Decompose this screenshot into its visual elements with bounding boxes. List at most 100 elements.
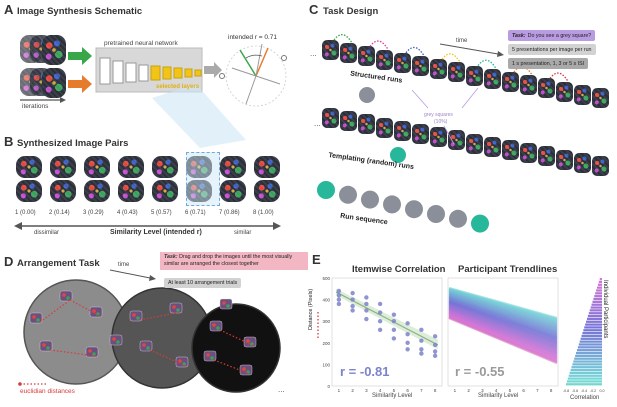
arena-thumbnail: [109, 334, 123, 346]
scatter-point: [336, 293, 342, 298]
svg-text:...: ...: [310, 49, 317, 58]
r-right: r = -0.55: [455, 364, 505, 379]
correlation-bar: [598, 280, 602, 284]
correlation-bar: [584, 326, 602, 329]
scatter-point: [432, 342, 438, 348]
network-layers: [99, 57, 202, 85]
xtick-label: 4: [379, 388, 382, 393]
correlation-bar: [583, 329, 602, 332]
xtick-label: 5: [393, 388, 396, 393]
pair-image-top: [50, 156, 76, 178]
scatter-point: [377, 319, 383, 324]
correlation-bar: [566, 380, 602, 383]
run-image: [448, 62, 465, 83]
panel-e-letter: E: [312, 252, 321, 267]
r-left: r = -0.81: [340, 364, 390, 379]
scatter-point: [391, 319, 397, 324]
run-image: [592, 88, 609, 108]
panel-d-letter: D: [4, 254, 14, 269]
scatter-point: [391, 312, 397, 317]
xtick-label-mid: 7: [536, 388, 539, 393]
run-image: [556, 81, 573, 102]
scatter-point: [419, 351, 424, 356]
correlation-bar: [586, 317, 602, 321]
xtick-label: 3: [365, 388, 368, 393]
arena-thumbnail: [209, 320, 223, 332]
ytick-label: 100: [322, 362, 330, 367]
arena-thumbnail: [239, 364, 253, 376]
scatter-point: [432, 334, 438, 339]
arena-thumbnail: [169, 302, 183, 314]
correlation-bar: [576, 349, 602, 352]
intended-r-label: intended r = 0.71: [228, 34, 277, 41]
scatter-point: [391, 327, 397, 333]
projection-band: [152, 84, 246, 148]
run-image: [358, 46, 375, 67]
ytick-label: 200: [322, 341, 330, 346]
layers-label: selected layers: [156, 84, 200, 90]
run-image: [376, 117, 393, 138]
correlation-bar: [577, 346, 602, 349]
task-text-c: Do you see a grey square?: [527, 32, 592, 39]
run-image: [322, 108, 339, 128]
run-image: [394, 52, 411, 73]
panel-c-title: Task Design: [323, 6, 379, 17]
correlation-bar: [567, 377, 602, 380]
scatter-point: [419, 347, 424, 352]
dissimilar-label: dissimilar: [34, 230, 60, 236]
arena-thumbnail: [29, 312, 43, 324]
panel-d-title: Arrangement Task: [17, 258, 100, 269]
correlation-bar: [590, 306, 602, 309]
xtick-label: 7: [420, 388, 423, 393]
run-image: [502, 72, 519, 92]
scatter-point: [377, 327, 383, 333]
green-arrow-icon: [68, 47, 92, 65]
run-image: [358, 114, 375, 135]
correlation-bar: [576, 351, 602, 355]
run-image: [538, 146, 555, 167]
xtick-label: 6: [406, 388, 409, 393]
run-image: [412, 124, 429, 144]
scatter-point: [377, 301, 383, 307]
scatter-point: [336, 297, 342, 302]
arena-thumbnail: [59, 290, 73, 302]
arena-thumbnail: [89, 306, 103, 318]
itemwise-title: Itemwise Correlation: [352, 264, 446, 275]
scatter-point: [405, 340, 410, 345]
svg-text:...: ...: [278, 385, 285, 394]
run-dot: [449, 209, 467, 228]
run-image: [412, 56, 429, 76]
ylabel-e: Distance (Pixels): [308, 288, 314, 330]
correlation-bar: [573, 360, 602, 363]
correlation-bar: [587, 314, 602, 318]
similar-label: similar: [234, 230, 252, 236]
run-image: [430, 59, 447, 80]
scatter-point: [391, 336, 397, 341]
scatter-point: [405, 347, 410, 352]
correlation-bar: [578, 343, 602, 346]
correlation-bar: [591, 303, 602, 306]
scatter-point: [364, 295, 369, 300]
run-image: [322, 40, 339, 60]
xlabel-left: Similarity Level: [372, 393, 413, 399]
xlabel-right: Correlation: [570, 395, 600, 401]
run-image: [592, 156, 609, 176]
correlation-bar: [593, 297, 602, 301]
pair-image-top: [16, 156, 42, 178]
level-label: 1 (0.00): [15, 210, 36, 216]
xtick-label-mid: 1: [454, 388, 457, 393]
run-image: [448, 130, 465, 151]
run-image: [394, 120, 411, 141]
corr-tick-label: -0.8: [563, 389, 569, 393]
xtick-label-mid: 5: [509, 388, 512, 393]
pair-image-top: [118, 156, 144, 178]
correlation-bar: [570, 368, 602, 372]
grey-pct-label: (10%): [434, 119, 448, 125]
correlation-bar: [581, 334, 602, 338]
time-label-d: time: [118, 262, 130, 268]
task-prefix-d: Task:: [164, 254, 178, 260]
time-label-c: time: [456, 38, 468, 44]
